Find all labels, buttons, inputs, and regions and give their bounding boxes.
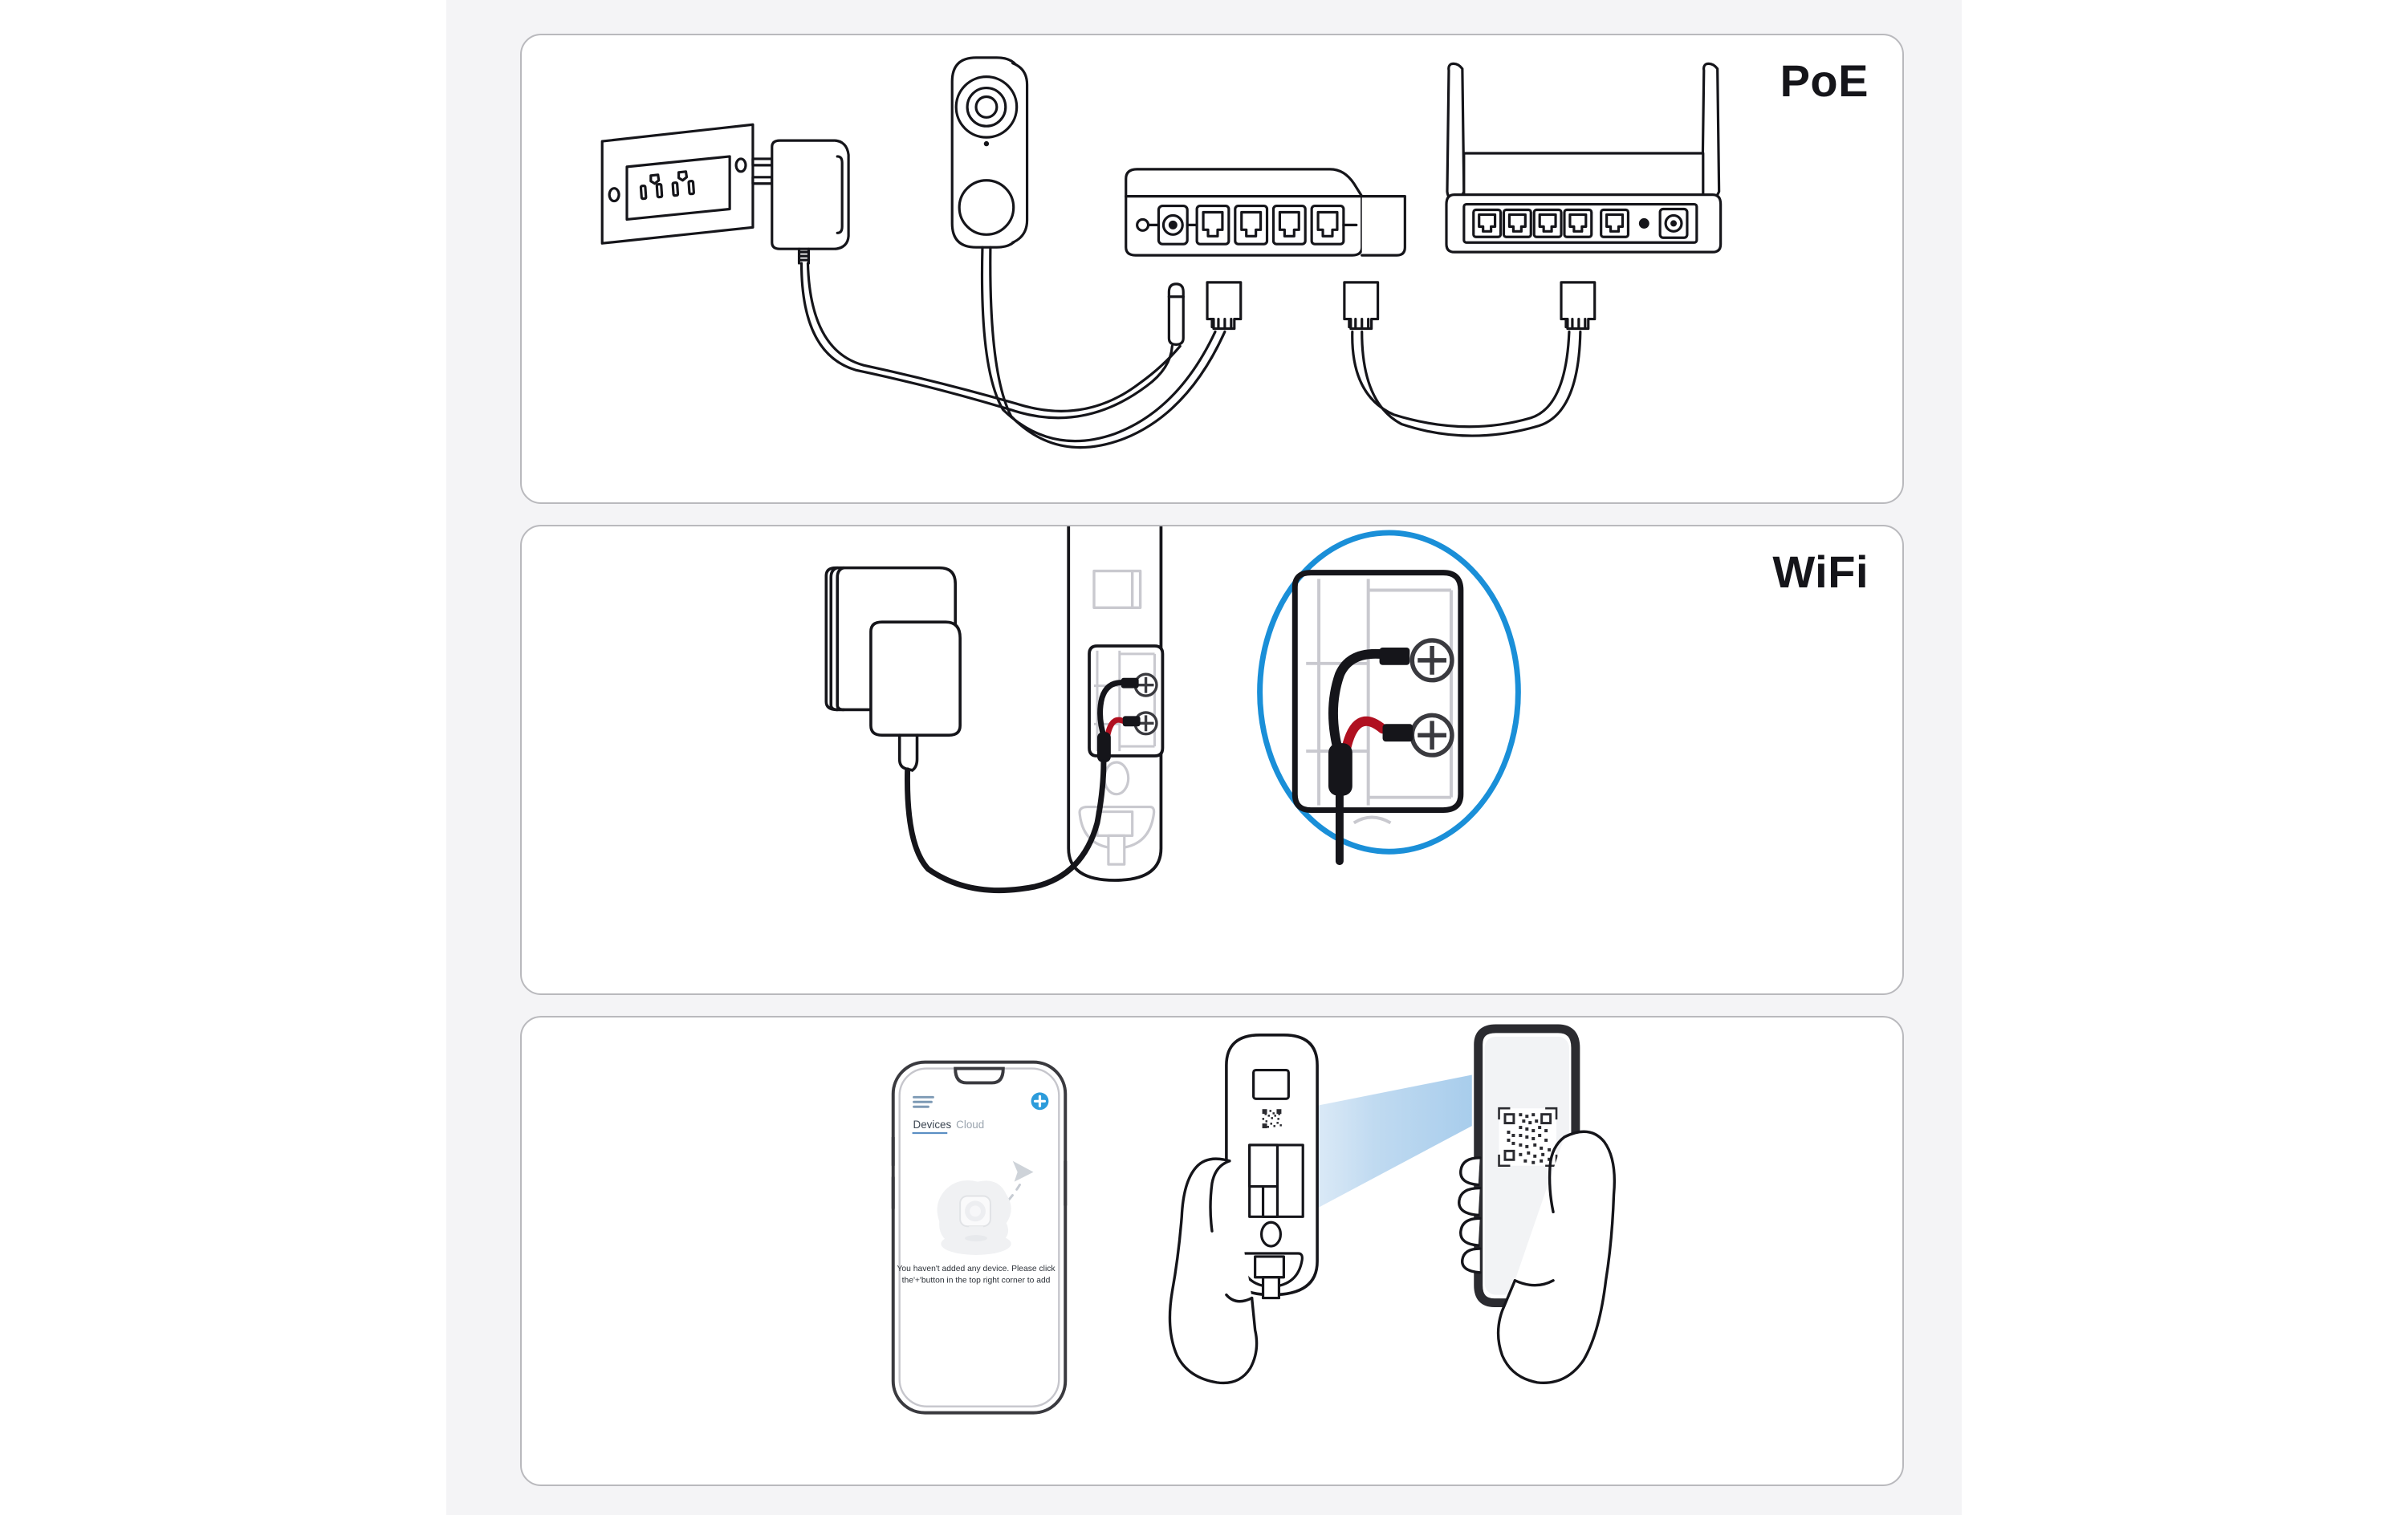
wire-sheath-sleeve <box>1096 732 1111 762</box>
wifi-router-icon <box>1445 62 1723 254</box>
screw-terminal-lower <box>1133 711 1158 736</box>
callout-red-ferrule <box>1382 724 1413 742</box>
callout-wire-sleeve <box>1328 743 1352 796</box>
dc-barrel-connector-icon <box>1167 282 1185 346</box>
power-adapter-icon <box>824 566 962 772</box>
app-diagram-svg: Devices Cloud <box>891 1024 1617 1415</box>
panel-poe: PoE <box>520 34 1904 504</box>
black-wire <box>1097 680 1125 741</box>
poe-diagram-svg <box>600 56 1723 449</box>
callout-terminal-detail <box>1291 570 1464 866</box>
callout-screw-terminal-upper <box>1409 638 1454 683</box>
callout-red-wire <box>1340 716 1388 755</box>
wall-outlet-icon <box>600 123 755 245</box>
doorbell-camera-icon <box>950 56 1029 249</box>
wifi-diagram-svg <box>824 526 1521 894</box>
uplink-ethernet-cable <box>1351 330 1582 437</box>
device-qr-code <box>1261 1108 1283 1130</box>
rj45-connector-doorbell <box>1206 281 1243 331</box>
red-wire-ferrule-lower <box>1122 716 1141 727</box>
empty-state-line2: the'+'button in the top right corner to … <box>902 1277 1051 1286</box>
panel-label-poe: PoE <box>1780 55 1869 106</box>
smartphone-app-mockup: Devices Cloud <box>891 1060 1068 1415</box>
poe-switch-icon <box>1125 168 1406 257</box>
empty-state-line1: You haven't added any device. Please cli… <box>897 1265 1056 1273</box>
callout-screw-terminal-lower <box>1409 713 1454 758</box>
red-wire <box>1104 717 1126 738</box>
hamburger-menu-icon <box>913 1095 934 1108</box>
smartphone-qr-in-hand <box>1458 1024 1617 1385</box>
scanned-qr-code <box>1498 1107 1558 1168</box>
panel-label-wifi: WiFi <box>1772 546 1869 597</box>
camera-placeholder-illustration <box>937 1180 1011 1255</box>
wifi-wiring-diagram <box>522 526 1902 993</box>
callout-shell-bottom <box>1352 815 1392 825</box>
rj45-connector-uplink-switch <box>1343 281 1380 331</box>
app-pairing-diagram: Devices Cloud <box>522 1017 1902 1485</box>
callout-black-wire <box>1328 648 1385 761</box>
detail-callout-circle <box>1257 530 1521 855</box>
doorbell-device-in-hand <box>1168 1034 1319 1385</box>
black-wire-ferrule-upper <box>1121 677 1139 688</box>
tab-cloud: Cloud <box>956 1119 984 1131</box>
plus-circle-icon <box>1031 1092 1049 1111</box>
panel-wifi: WiFi <box>520 525 1904 995</box>
panel-app: Devices Cloud <box>520 1016 1904 1486</box>
rj45-connector-router <box>1560 281 1597 331</box>
adapter-dc-cable <box>905 759 1107 894</box>
doorbell-ethernet-cable <box>980 246 1226 449</box>
callout-black-ferrule <box>1379 647 1410 665</box>
tab-devices: Devices <box>913 1119 952 1131</box>
doorbell-speaker-grille <box>1092 569 1142 609</box>
power-adapter-icon <box>751 139 850 265</box>
doorbell-lower-detail <box>1078 761 1156 866</box>
poe-wiring-diagram <box>522 35 1902 502</box>
screw-terminal-upper <box>1133 672 1158 697</box>
